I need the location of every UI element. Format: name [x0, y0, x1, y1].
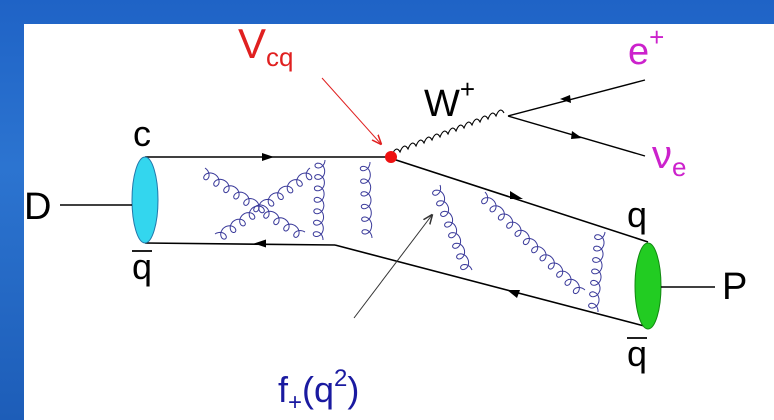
w-boson-label: W+ [424, 74, 475, 125]
light-quark-line [392, 158, 649, 243]
gluon-final-2 [481, 191, 586, 295]
gluon-cross-2 [214, 167, 313, 240]
charm-quark-label: c [133, 113, 151, 154]
antiquark-arrow-left [254, 239, 266, 248]
gluon-group [203, 159, 606, 312]
gluon-final-1 [432, 184, 473, 271]
vertex-label: Vcq [238, 20, 293, 72]
initial-antiquark-label: q [132, 246, 152, 287]
vertex-pointer [321, 77, 381, 144]
positron-line [507, 79, 646, 117]
d-meson-blob [131, 156, 159, 244]
form-factor-label: f+(q2) [278, 365, 359, 416]
gluon-vertical-2 [359, 161, 373, 239]
weak-vertex-dot [385, 151, 397, 163]
charm-quark-arrow [262, 153, 274, 161]
final-antiquark-label: q [627, 333, 647, 374]
p-meson-label: P [722, 266, 747, 308]
neutrino-arrow [571, 131, 582, 139]
final-quark-label: q [627, 194, 647, 235]
gluon-final-3 [588, 231, 606, 312]
antiquark-arrow-right [507, 290, 520, 298]
spectator-antiquark-line [144, 242, 336, 246]
w-boson-line [391, 109, 505, 156]
gluon-cross-1 [203, 167, 306, 238]
positron-arrow [560, 95, 571, 103]
p-meson-blob [634, 242, 662, 330]
form-factor-pointer [353, 215, 432, 319]
spectator-antiquark-line-2 [334, 244, 649, 328]
d-meson-label: D [24, 186, 51, 228]
positron-label: e+ [628, 22, 664, 73]
neutrino-label: νe [652, 133, 686, 182]
gluon-vertical-1 [312, 159, 326, 241]
light-quark-arrow [510, 191, 523, 199]
